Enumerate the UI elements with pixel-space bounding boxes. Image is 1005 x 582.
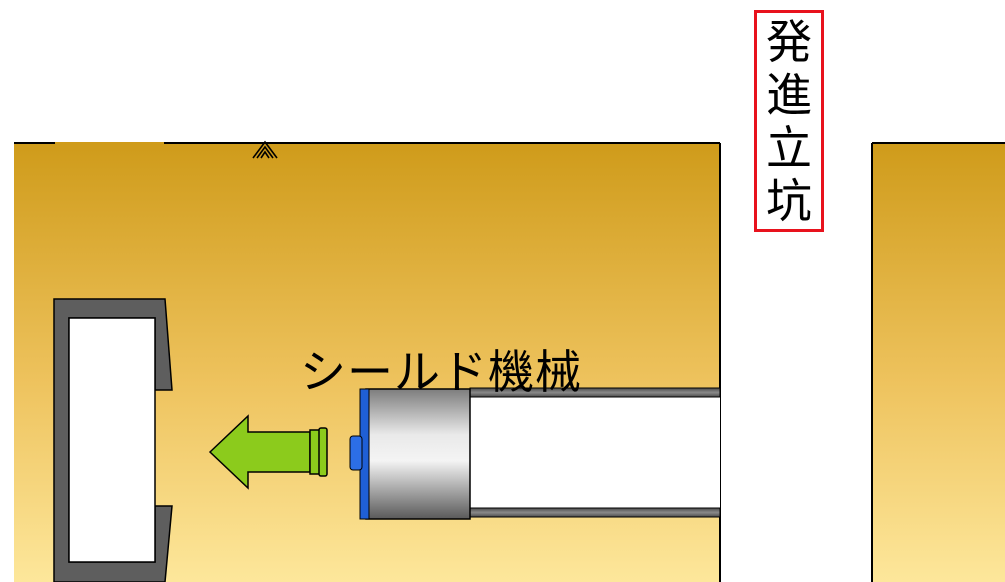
soil-right: [871, 142, 1005, 582]
shaft-label-char-2: 進: [766, 67, 812, 122]
tunnel: [469, 387, 721, 518]
shaft-label-char-1: 発: [766, 14, 812, 69]
ground-surface-marker-icon: [252, 140, 278, 159]
launch-shaft-label: 発 進 立 坑: [754, 10, 824, 232]
direction-arrow-icon: [208, 414, 328, 490]
arrival-structure: [53, 298, 173, 582]
shaft-label-char-3: 立: [766, 120, 812, 175]
shaft-label-char-4: 坑: [766, 173, 812, 228]
shield-machine-label: シールド機械: [300, 345, 582, 399]
shield-machine: [349, 388, 471, 520]
